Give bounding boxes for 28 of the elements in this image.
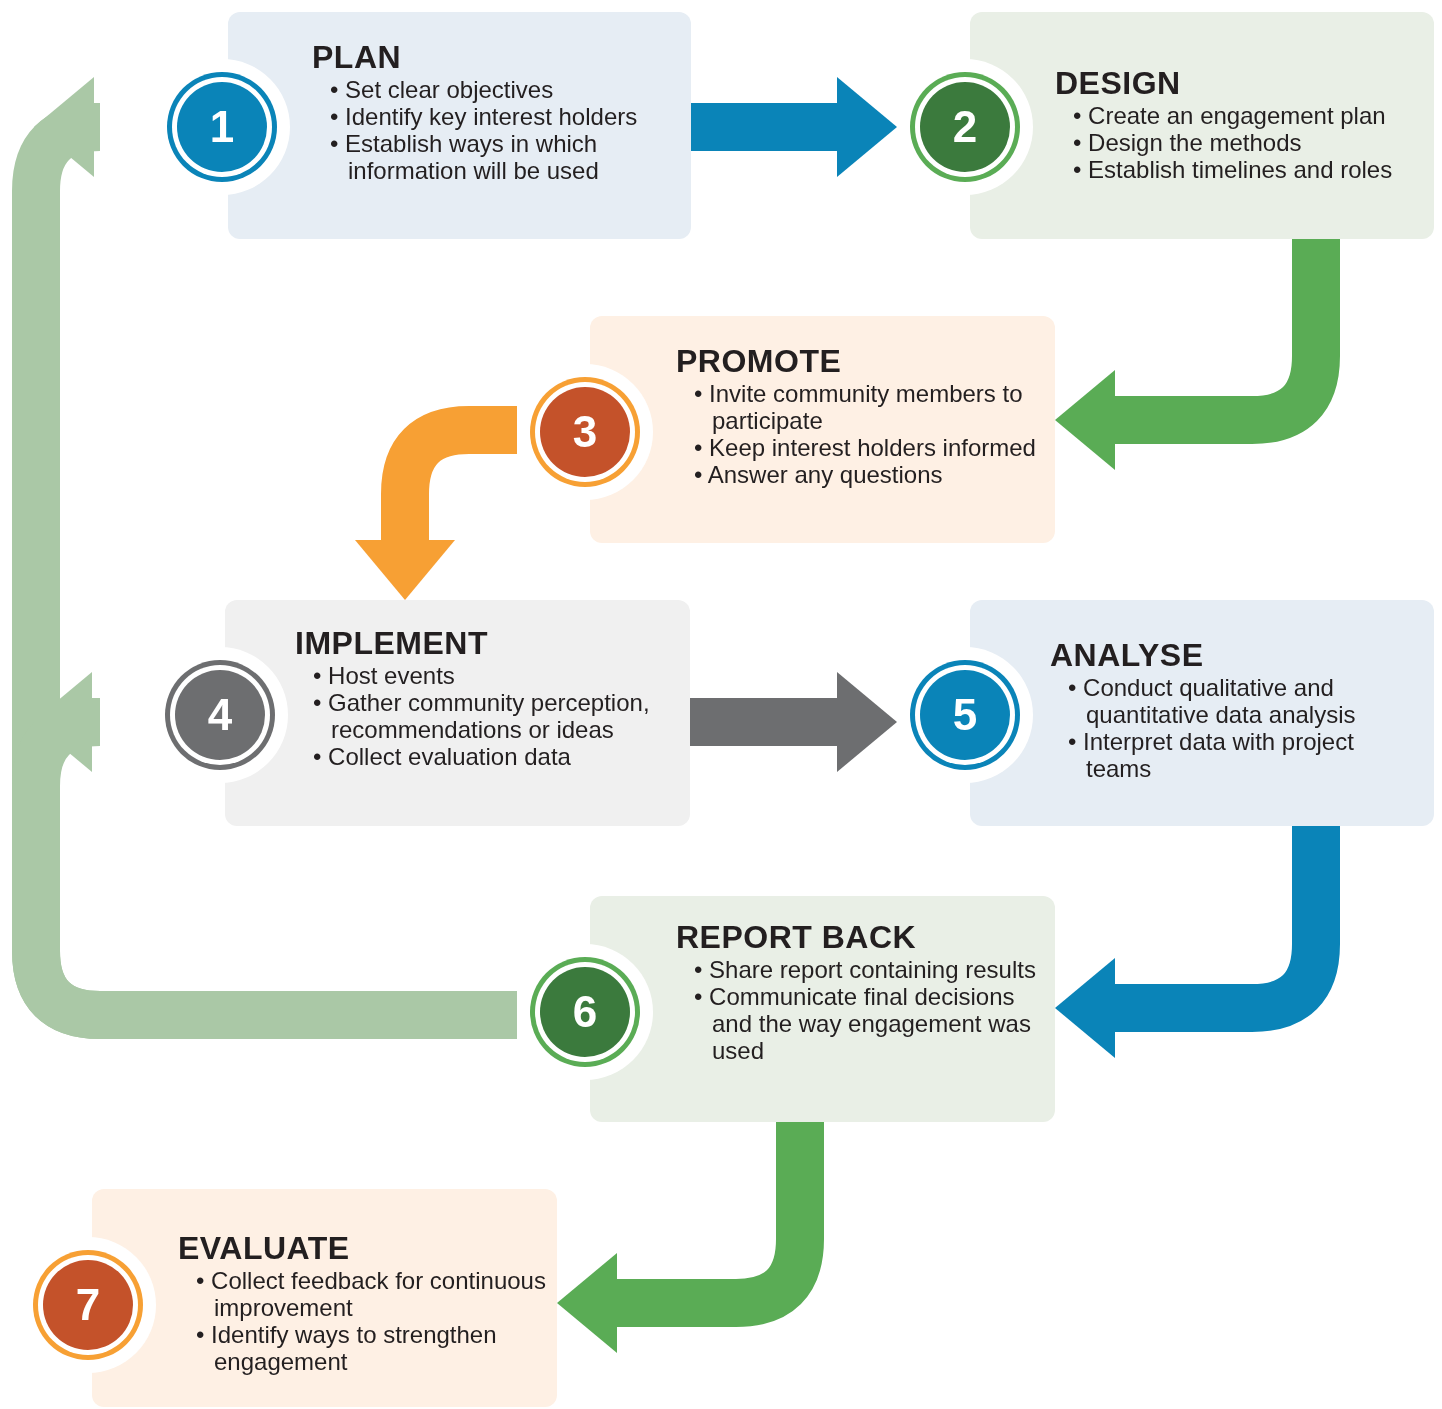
bullet-item: • Collect feedback for continuous improvement — [196, 1267, 547, 1321]
bullet-item: • Host events — [313, 662, 456, 689]
bullet-item: • Keep interest holders informed — [694, 434, 1037, 461]
bullet-item: • Communicate final decisions and the way engagement was used — [694, 983, 1032, 1064]
bullet-item: • Gather community perception, recommendations or ideas — [313, 689, 651, 743]
step-heading: IMPLEMENT — [295, 626, 489, 660]
step-heading: ANALYSE — [1050, 638, 1205, 672]
step-heading: REPORT BACK — [676, 920, 918, 954]
bullet-item: • Establish timelines and roles — [1073, 156, 1394, 183]
bullet-item: • Set clear objectives — [330, 76, 555, 103]
bullet-item: • Create an engagement plan — [1073, 102, 1387, 129]
bullet-item: • Share report containing results — [694, 956, 1037, 983]
flow-arrow — [690, 672, 897, 772]
bullet-item: • Interpret data with project teams — [1068, 728, 1355, 782]
flow-arrow — [355, 406, 517, 600]
step-heading: PROMOTE — [676, 344, 843, 378]
step-heading: PLAN — [312, 40, 403, 74]
step-heading: EVALUATE — [178, 1231, 351, 1265]
flow-arrow — [691, 77, 897, 177]
bullet-item: • Invite community members to participate — [694, 380, 1024, 434]
bullet-item: • Identify ways to strengthen engagement — [196, 1321, 498, 1375]
bullet-item: • Design the methods — [1073, 129, 1303, 156]
bullet-item: • Collect evaluation data — [313, 743, 572, 770]
bullet-item: • Answer any questions — [694, 461, 944, 488]
bullet-item: • Establish ways in which information will be used — [330, 130, 600, 184]
bullet-item: • Identify key interest holders — [330, 103, 639, 130]
step-heading: DESIGN — [1055, 66, 1182, 100]
bullet-item: • Conduct qualitative and quantitative data analysis — [1068, 674, 1357, 728]
